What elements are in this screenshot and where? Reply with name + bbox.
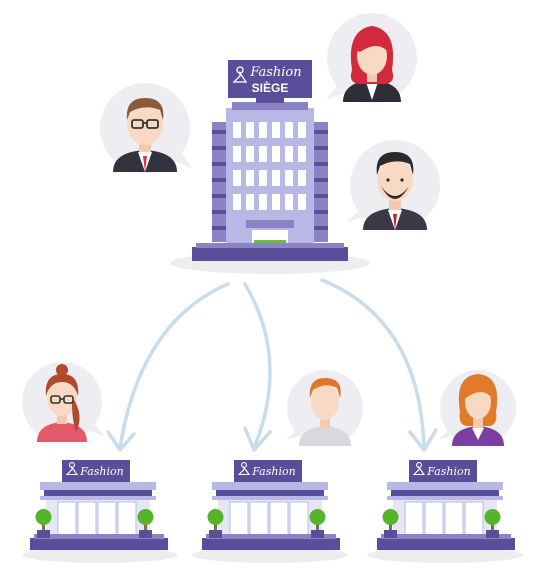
- hq-sign: [228, 60, 312, 98]
- store-brand-label: Fashion: [79, 465, 123, 478]
- connection-arrows: [106, 278, 438, 452]
- tree-icon: [309, 509, 326, 538]
- tree-icon: [207, 509, 224, 538]
- store-sign: [234, 460, 302, 482]
- arrow-hq-to-store-2: [243, 282, 272, 450]
- headquarters-building: Fashion SIÈGE: [170, 60, 370, 274]
- tree-icon: [137, 509, 154, 538]
- store-sign: [409, 460, 477, 482]
- woman-ponytail-icon: [22, 362, 104, 442]
- hq-subtitle-label: SIÈGE: [252, 80, 289, 95]
- store-brand-label: Fashion: [426, 465, 470, 478]
- store-ground-shadow: [192, 547, 348, 563]
- store-ground-shadow: [22, 547, 178, 563]
- arrow-hq-to-store-3: [320, 278, 426, 450]
- store-ground-shadow: [367, 547, 523, 563]
- man-ginger-icon: [286, 370, 363, 446]
- store-brand-label: Fashion: [251, 465, 295, 478]
- store-building-3: Fashion: [367, 460, 523, 563]
- store-sign: [62, 460, 130, 482]
- arrow-hq-to-store-1: [118, 282, 230, 450]
- tree-icon: [382, 509, 399, 538]
- hanger-logo-icon: [237, 462, 251, 476]
- woman-orange-hair-icon: [438, 370, 516, 446]
- hanger-logo-icon: [65, 462, 79, 476]
- man-glasses-icon: [100, 83, 192, 173]
- tree-icon: [35, 509, 52, 538]
- hq-brand-label: Fashion: [249, 65, 301, 80]
- hanger-logo-icon: [412, 462, 426, 476]
- woman-red-hair-icon: [326, 13, 417, 103]
- hanger-logo-icon: [232, 66, 248, 83]
- store-building-2: Fashion: [192, 460, 348, 563]
- tree-icon: [484, 509, 501, 538]
- man-beard-icon: [346, 140, 440, 230]
- store-building-1: Fashion: [22, 460, 178, 563]
